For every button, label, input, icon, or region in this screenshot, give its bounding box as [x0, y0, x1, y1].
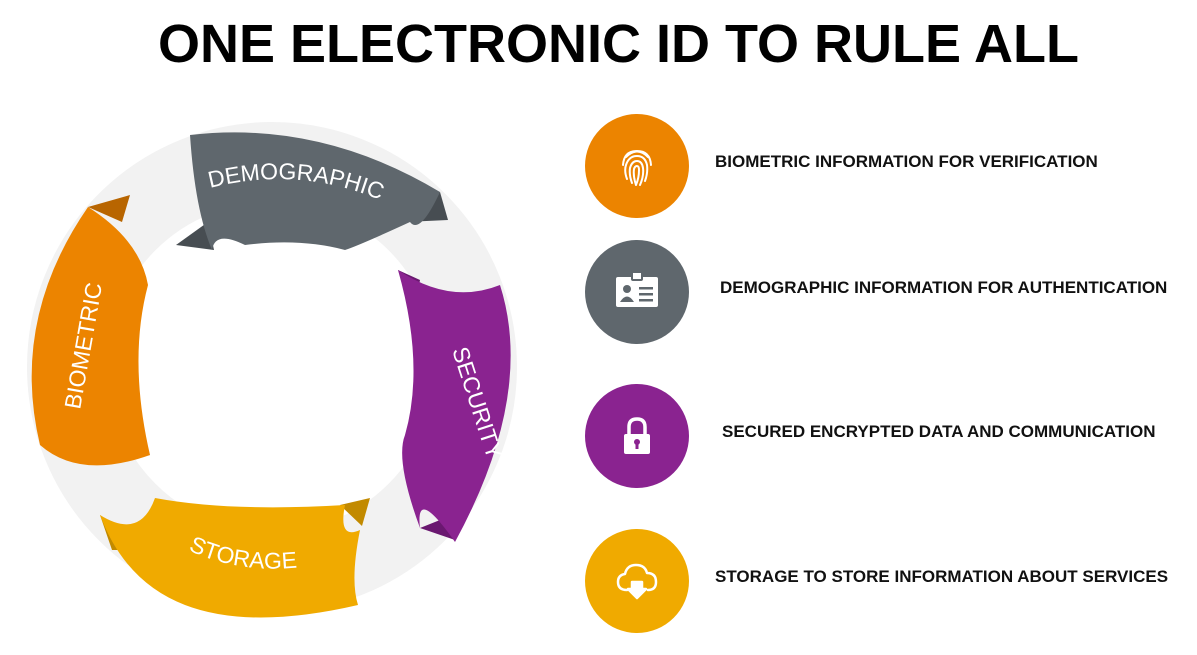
segment-storage: STORAGE — [100, 498, 370, 618]
feature-text-biometric: BIOMETRIC INFORMATION FOR VERIFICATION — [715, 152, 1098, 171]
feature-text-security: SECURED ENCRYPTED DATA AND COMMUNICATION — [722, 422, 1156, 441]
feature-biometric: BIOMETRIC INFORMATION FOR VERIFICATION — [585, 114, 1185, 218]
id-card-icon — [616, 271, 658, 307]
cloud-download-icon — [616, 563, 658, 600]
feature-circle-demographic — [585, 240, 689, 344]
cycle-diagram: DEMOGRAPHIC SECURITY STORAGE BIOMETRIC — [27, 122, 517, 618]
feature-text-storage: STORAGE TO STORE INFORMATION ABOUT SERVI… — [715, 567, 1169, 586]
feature-text-demographic: DEMOGRAPHIC INFORMATION FOR AUTHENTICATI… — [720, 278, 1168, 297]
feature-storage: STORAGE TO STORE INFORMATION ABOUT SERVI… — [585, 529, 1185, 633]
feature-circle-storage — [585, 529, 689, 633]
segment-demographic: DEMOGRAPHIC — [176, 132, 448, 250]
segment-biometric: BIOMETRIC — [31, 195, 150, 466]
page-title: ONE ELECTRONIC ID TO RULE ALL — [157, 14, 1079, 74]
feature-circle-security — [585, 384, 689, 488]
fingerprint-icon — [622, 149, 652, 186]
segment-security: SECURITY — [398, 270, 511, 542]
lock-icon — [624, 417, 650, 454]
feature-security: SECURED ENCRYPTED DATA AND COMMUNICATION — [585, 384, 1185, 488]
feature-circle-biometric — [585, 114, 689, 218]
feature-demographic: DEMOGRAPHIC INFORMATION FOR AUTHENTICATI… — [585, 240, 1185, 344]
